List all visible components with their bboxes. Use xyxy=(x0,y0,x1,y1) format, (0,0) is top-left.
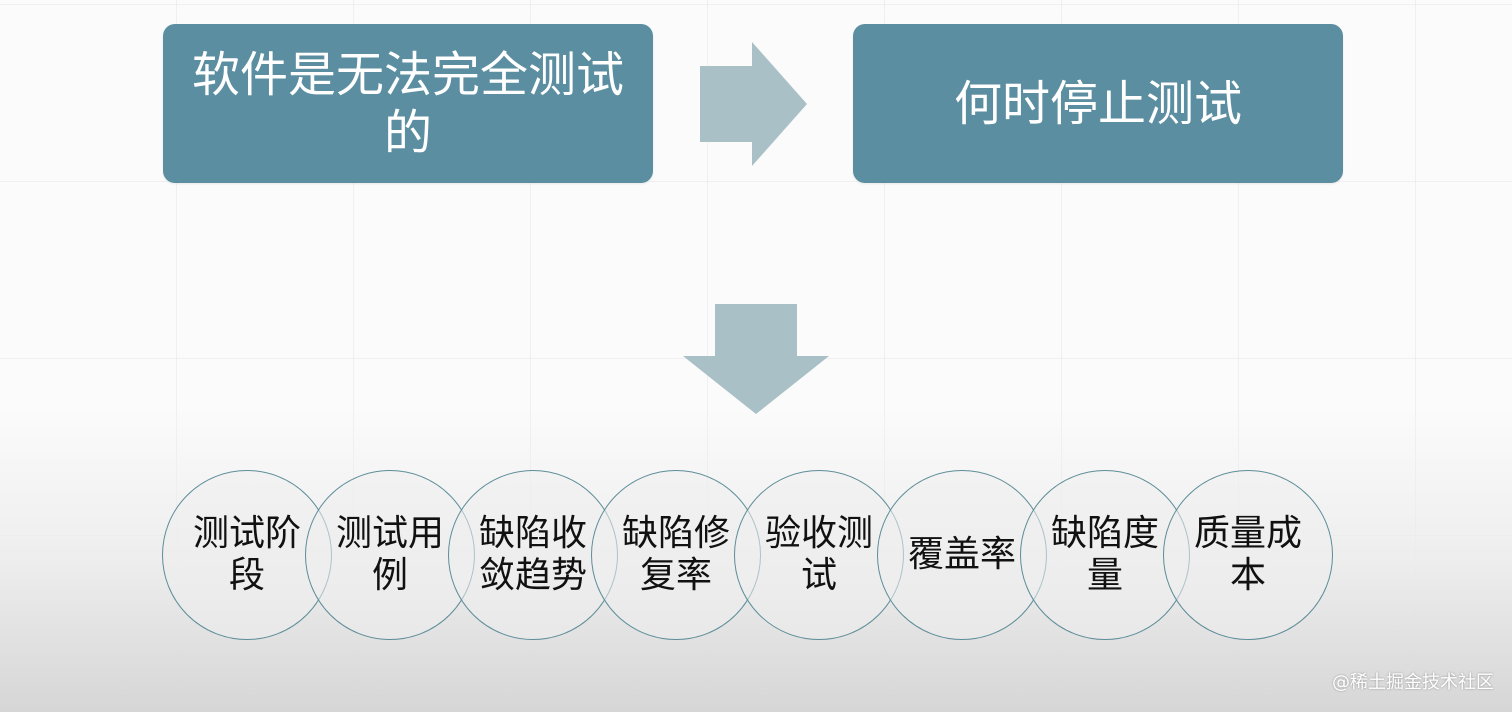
circle-defect-metrics: 缺陷度量 xyxy=(1020,470,1190,640)
down-arrow-icon xyxy=(683,304,829,418)
right-box-text: 何时停止测试 xyxy=(953,75,1242,132)
circle-text-defect-metrics: 缺陷度量 xyxy=(1050,513,1159,596)
right-arrow-icon xyxy=(700,42,807,170)
circle-test-cases: 测试用例 xyxy=(305,470,475,640)
circle-text-defect-fix-rate: 缺陷修复率 xyxy=(621,513,730,596)
circle-text-acceptance-test: 验收测试 xyxy=(764,513,873,596)
circle-text-test-cases: 测试用例 xyxy=(335,513,444,596)
circle-text-defect-trend: 缺陷收敛趋势 xyxy=(478,513,587,596)
left-box: 软件是无法完全测试的 xyxy=(163,24,653,183)
right-box: 何时停止测试 xyxy=(853,24,1343,183)
circle-text-testing-stage: 测试阶段 xyxy=(192,513,301,596)
circle-quality-cost: 质量成本 xyxy=(1163,470,1333,640)
circle-text-quality-cost: 质量成本 xyxy=(1193,513,1302,596)
circle-defect-trend: 缺陷收敛趋势 xyxy=(448,470,618,640)
left-box-text: 软件是无法完全测试的 xyxy=(191,46,624,161)
circle-text-coverage: 覆盖率 xyxy=(907,534,1016,575)
circle-acceptance-test: 验收测试 xyxy=(734,470,904,640)
circle-coverage: 覆盖率 xyxy=(877,470,1047,640)
watermark: @稀土掘金技术社区 xyxy=(1332,672,1494,693)
circle-defect-fix-rate: 缺陷修复率 xyxy=(591,470,761,640)
circle-testing-stage: 测试阶段 xyxy=(162,470,332,640)
